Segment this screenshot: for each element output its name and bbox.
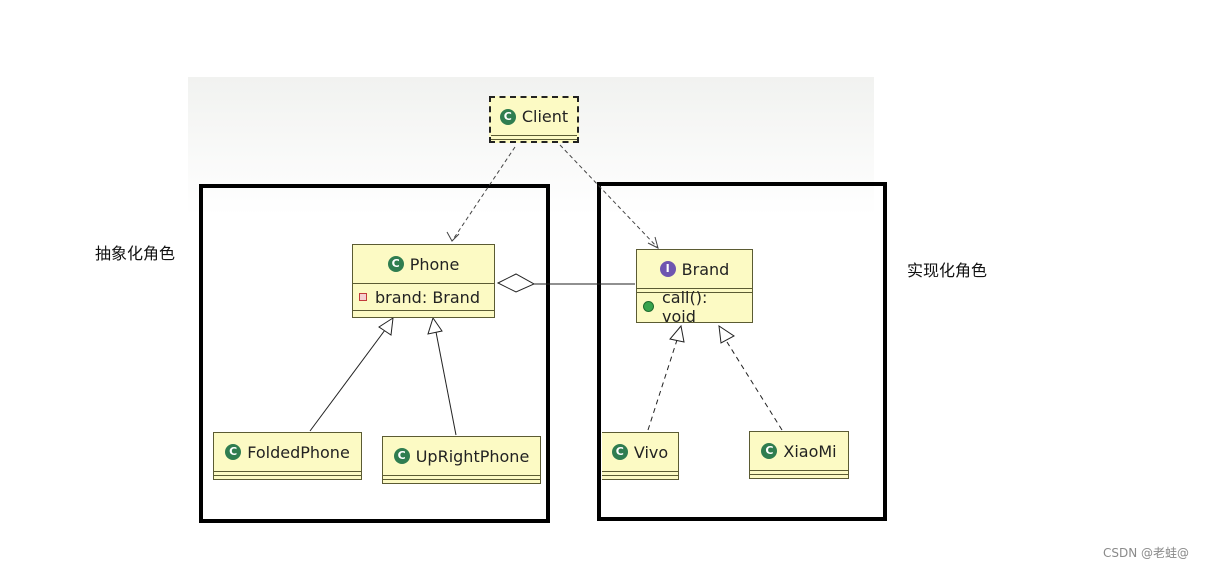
vivo-class[interactable]: C Vivo (602, 432, 679, 480)
class-compartment (383, 476, 540, 480)
class-icon: C (611, 444, 628, 460)
xiaomi-realization (726, 341, 783, 431)
xiaomi-triangle (718, 324, 735, 344)
brand-method: call(): void (662, 287, 708, 326)
brand-interface-name: Brand (681, 259, 730, 279)
foldedphone-class[interactable]: C FoldedPhone (213, 432, 362, 480)
uprightphone-triangle (427, 316, 443, 335)
client-phone-dependency (451, 146, 516, 242)
class-compartment (353, 311, 494, 314)
foldedphone-class-header: C FoldedPhone (214, 433, 361, 472)
phone-class[interactable]: C Phone brand: Brand (352, 244, 495, 318)
class-icon: C (225, 444, 242, 460)
phone-class-name: Phone (409, 254, 460, 274)
implementation-role-label: 实现化角色 (907, 261, 988, 280)
xiaomi-class[interactable]: C XiaoMi (749, 431, 849, 479)
class-compartment (637, 289, 752, 293)
foldedphone-class-name: FoldedPhone (247, 442, 350, 462)
public-method-icon (643, 301, 654, 312)
phone-class-header: C Phone (353, 245, 494, 284)
brand-method-row: call(): void (637, 288, 752, 326)
foldedphone-triangle (378, 317, 394, 336)
client-class-header: C Client (491, 98, 577, 136)
class-compartment (491, 136, 577, 140)
vivo-realization (647, 339, 678, 431)
brand-interface-header: I Brand (637, 250, 752, 289)
class-icon: C (393, 448, 410, 464)
client-class-name: Client (521, 107, 569, 126)
interface-icon: I (659, 261, 676, 277)
vivo-class-name: Vivo (633, 442, 669, 462)
abstraction-region (199, 184, 550, 523)
brand-interface[interactable]: I Brand call(): void (636, 249, 753, 326)
abstraction-role-label: 抽象化角色 (95, 244, 176, 263)
watermark: CSDN @老蛙@ (1102, 546, 1189, 560)
phone-attribute-row: brand: Brand (353, 284, 494, 311)
client-phone-arrowhead (446, 231, 460, 242)
class-icon: C (499, 108, 516, 125)
uprightphone-class[interactable]: C UpRightPhone (382, 436, 541, 484)
uprightphone-generalization (435, 331, 457, 436)
class-compartment (214, 472, 361, 476)
client-brand-arrowhead (647, 236, 659, 249)
phone-attribute: brand: Brand (375, 287, 480, 307)
class-compartment (750, 471, 848, 475)
aggregation-diamond (496, 273, 536, 293)
xiaomi-class-header: C XiaoMi (750, 432, 848, 471)
uprightphone-class-name: UpRightPhone (415, 446, 530, 466)
uprightphone-class-header: C UpRightPhone (383, 437, 540, 476)
class-icon: C (761, 443, 778, 459)
xiaomi-class-name: XiaoMi (783, 441, 837, 461)
implementation-region (597, 182, 887, 521)
class-icon: C (387, 256, 404, 272)
client-class[interactable]: C Client (489, 96, 579, 143)
private-field-icon (359, 293, 367, 301)
vivo-triangle (669, 324, 685, 343)
foldedphone-generalization (309, 329, 386, 432)
vivo-class-header: C Vivo (602, 433, 678, 472)
client-brand-dependency (559, 144, 659, 249)
class-compartment (602, 472, 678, 476)
